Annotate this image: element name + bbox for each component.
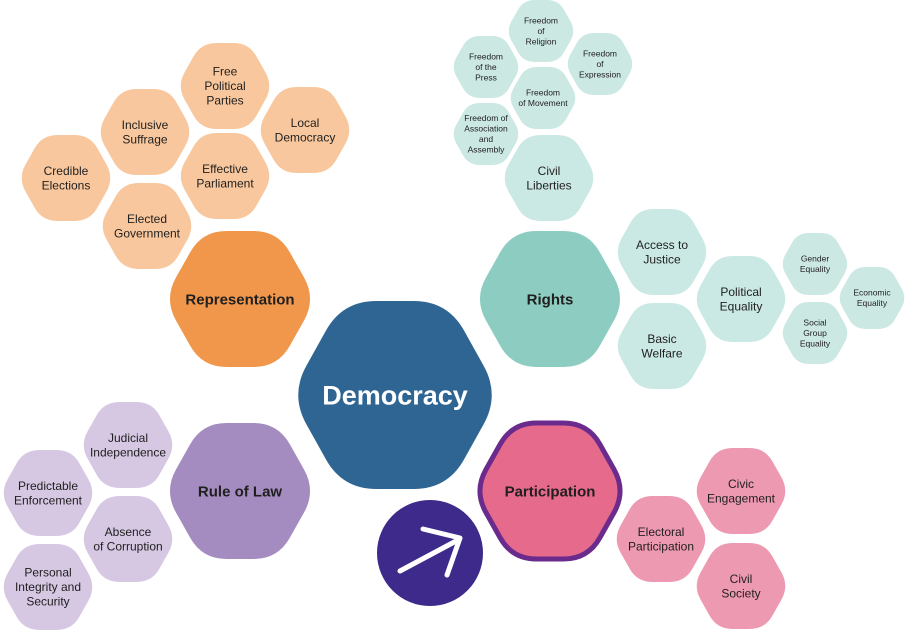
civil-society-hexagon xyxy=(696,543,786,629)
freedom-of-expression-label: of xyxy=(596,59,604,69)
civil-society-label: Civil xyxy=(730,572,753,586)
freedom-of-religion-label: Freedom xyxy=(524,16,558,26)
political-equality-hexagon xyxy=(696,256,786,342)
democracy-hexagon xyxy=(298,301,492,489)
political-equality-label: Political xyxy=(720,285,761,299)
inclusive-suffrage-hexagon xyxy=(100,89,190,175)
effective-parliament-label: Parliament xyxy=(196,176,254,190)
absence-of-corruption-label: of Corruption xyxy=(93,539,162,553)
participation-label: Participation xyxy=(505,483,596,500)
rights-label: Rights xyxy=(527,291,574,308)
economic-equality-label: Equality xyxy=(857,298,888,308)
freedom-of-association-hexagon xyxy=(453,103,519,165)
elected-government-label: Government xyxy=(114,226,181,240)
representation-hexagon xyxy=(169,231,311,367)
personal-integrity-label: Integrity and xyxy=(15,580,81,594)
effective-parliament-hexagon xyxy=(180,133,270,219)
representation-label: Representation xyxy=(185,291,294,308)
personal-integrity-hexagon xyxy=(3,544,93,630)
civic-engagement-label: Civic xyxy=(728,477,754,491)
effective-parliament-label: Effective xyxy=(202,162,248,176)
freedom-of-the-press-hexagon xyxy=(453,36,519,98)
economic-equality-hexagon xyxy=(839,267,905,329)
freedom-of-the-press-label: Press xyxy=(475,73,497,83)
freedom-of-religion-label: Religion xyxy=(526,37,557,47)
freedom-of-the-press-label: Freedom xyxy=(469,52,503,62)
predictable-enforcement-hexagon xyxy=(3,450,93,536)
judicial-independence-label: Judicial xyxy=(108,431,148,445)
free-political-parties-label: Free xyxy=(213,65,238,79)
absence-of-corruption-label: Absence xyxy=(105,525,152,539)
credible-elections-label: Elections xyxy=(42,178,91,192)
freedom-of-the-press-label: of the xyxy=(475,62,497,72)
access-to-justice-hexagon xyxy=(617,209,707,295)
rule-of-law-label: Rule of Law xyxy=(198,483,283,500)
freedom-of-movement-label: of Movement xyxy=(518,98,568,108)
arrow-up-right-icon xyxy=(397,526,463,578)
free-political-parties-label: Political xyxy=(204,79,245,93)
civic-engagement-label: Engagement xyxy=(707,491,776,505)
civic-engagement-hexagon xyxy=(696,448,786,534)
free-political-parties-hexagon xyxy=(180,43,270,129)
personal-integrity-label: Personal xyxy=(24,566,71,580)
social-group-equality-hexagon xyxy=(782,302,848,364)
electoral-participation-label: Electoral xyxy=(638,525,685,539)
gender-equality-label: Equality xyxy=(800,264,831,274)
freedom-of-association-label: Freedom of xyxy=(464,113,508,123)
credible-elections-hexagon xyxy=(21,135,111,221)
judicial-independence-hexagon xyxy=(83,402,173,488)
civil-society-label: Society xyxy=(721,586,760,600)
predictable-enforcement-label: Enforcement xyxy=(14,493,83,507)
gender-equality-label: Gender xyxy=(801,254,830,264)
freedom-of-association-label: and xyxy=(479,134,493,144)
access-to-justice-label: Justice xyxy=(643,252,681,266)
democracy-label: Democracy xyxy=(322,380,468,410)
freedom-of-religion-hexagon xyxy=(508,0,574,62)
local-democracy-hexagon xyxy=(260,87,350,173)
social-group-equality-label: Group xyxy=(803,328,827,338)
freedom-of-movement-label: Freedom xyxy=(526,88,560,98)
basic-welfare-label: Welfare xyxy=(641,346,682,360)
local-democracy-label: Local xyxy=(291,116,320,130)
freedom-of-association-label: Association xyxy=(464,124,508,134)
freedom-of-expression-label: Freedom xyxy=(583,49,617,59)
rights-hexagon xyxy=(479,231,621,367)
electoral-participation-hexagon xyxy=(616,496,706,582)
economic-equality-label: Economic xyxy=(853,288,891,298)
predictable-enforcement-label: Predictable xyxy=(18,479,78,493)
credible-elections-label: Credible xyxy=(44,164,89,178)
absence-of-corruption-hexagon xyxy=(83,496,173,582)
free-political-parties-label: Parties xyxy=(206,94,243,108)
social-group-equality-label: Equality xyxy=(800,339,831,349)
rule-of-law-hexagon xyxy=(169,423,311,559)
participation-hexagon xyxy=(477,420,623,562)
freedom-of-religion-label: of xyxy=(537,26,545,36)
inclusive-suffrage-label: Suffrage xyxy=(122,132,167,146)
local-democracy-label: Democracy xyxy=(275,130,336,144)
elected-government-label: Elected xyxy=(127,212,167,226)
gender-equality-hexagon xyxy=(782,233,848,295)
access-to-justice-label: Access to xyxy=(636,238,688,252)
elected-government-hexagon xyxy=(102,183,192,269)
freedom-of-association-label: Assembly xyxy=(468,145,506,155)
political-equality-label: Equality xyxy=(720,299,763,313)
civil-liberties-label: Civil xyxy=(538,164,561,178)
inclusive-suffrage-label: Inclusive xyxy=(122,118,169,132)
basic-welfare-label: Basic xyxy=(647,332,676,346)
freedom-of-movement-hexagon xyxy=(510,67,576,129)
personal-integrity-label: Security xyxy=(26,595,69,609)
freedom-of-expression-label: Expression xyxy=(579,70,621,80)
civil-liberties-hexagon xyxy=(504,135,594,221)
judicial-independence-label: Independence xyxy=(90,445,166,459)
electoral-participation-label: Participation xyxy=(628,539,694,553)
social-group-equality-label: Social xyxy=(803,318,826,328)
freedom-of-expression-hexagon xyxy=(567,33,633,95)
basic-welfare-hexagon xyxy=(617,303,707,389)
civil-liberties-label: Liberties xyxy=(526,178,571,192)
